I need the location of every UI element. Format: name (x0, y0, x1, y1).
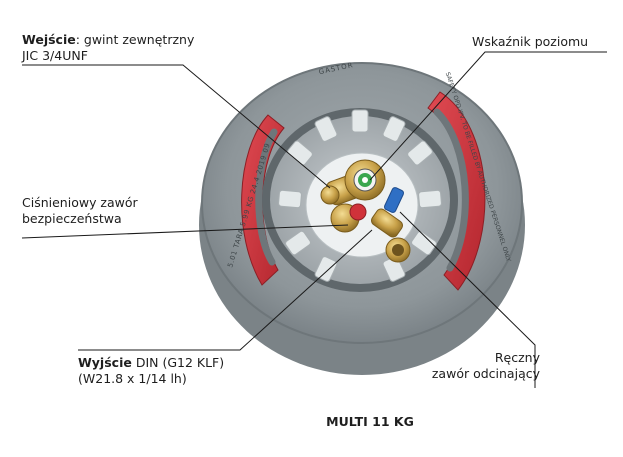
leader-lines (21, 51, 607, 388)
label-safety-valve: Ciśnieniowy zawór bezpieczeństwa (22, 195, 138, 227)
label-inlet-bold: Wejście (22, 32, 76, 47)
label-level-indicator: Wskaźnik poziomu (472, 34, 589, 49)
product-caption: MULTI 11 KG (326, 414, 414, 429)
collar-ribs (278, 109, 442, 282)
safety-valve-cap (349, 203, 367, 221)
label-outlet-rest: DIN (G12 KLF) (131, 355, 225, 370)
label-outlet-line2: (W21.8 x 1/14 lh) (78, 371, 187, 386)
label-safety-valve-line1: Ciśnieniowy zawór (22, 195, 138, 210)
label-shutoff-line1: Ręczny (494, 350, 540, 365)
label-shutoff-valve: Ręczny zawór odcinający (400, 350, 540, 382)
label-inlet: Wejście: gwint zewnętrzny JIC 3/4UNF (22, 32, 194, 64)
label-outlet-bold: Wyjście (78, 355, 132, 370)
shutoff-lever (383, 187, 405, 213)
label-inlet-rest: : gwint zewnętrzny (75, 32, 195, 47)
label-shutoff-line2: zawór odcinający (431, 366, 540, 381)
label-outlet: Wyjście DIN (G12 KLF) (W21.8 x 1/14 lh) (78, 355, 224, 387)
left-handle-red (241, 114, 285, 286)
label-inlet-line2: JIC 3/4UNF (22, 48, 88, 63)
label-safety-valve-line2: bezpieczeństwa (22, 211, 122, 226)
